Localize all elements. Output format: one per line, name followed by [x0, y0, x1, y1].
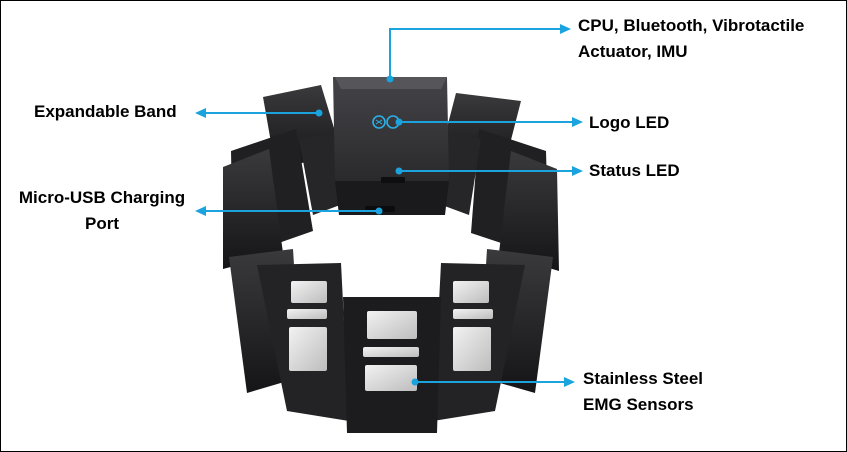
leader-cpu-arrowhead — [560, 24, 571, 34]
leader-status-led-dot — [395, 167, 403, 175]
leader-emg-arrowhead — [564, 377, 575, 387]
label-logo-led: Logo LED — [589, 110, 669, 136]
label-status-led-line1: Status LED — [589, 161, 680, 180]
label-micro-usb: Micro-USB Charging Port — [14, 185, 190, 237]
label-logo-led-line1: Logo LED — [589, 113, 670, 132]
leader-usb-arrowhead — [195, 206, 206, 216]
label-emg-line1: Stainless Steel — [583, 369, 704, 388]
label-emg-line2: EMG Sensors — [583, 395, 694, 414]
main-pod — [333, 77, 449, 215]
leader-cpu — [389, 28, 569, 77]
label-cpu-line1: CPU, Bluetooth, Vibrotactile — [578, 16, 805, 35]
label-band-line1: Expandable Band — [34, 102, 177, 121]
label-usb-line2: Port — [85, 214, 119, 233]
leader-logo-led-dot — [395, 118, 403, 126]
label-cpu-line2: Actuator, IMU — [578, 42, 688, 61]
leader-cpu-dot — [386, 75, 394, 83]
label-expandable-band: Expandable Band — [34, 99, 177, 125]
leader-usb-dot — [375, 207, 383, 215]
front-pods — [229, 249, 553, 433]
label-emg-sensors: Stainless Steel EMG Sensors — [583, 366, 703, 418]
leader-band-arrowhead — [195, 108, 206, 118]
status-led-slot — [381, 177, 405, 183]
label-usb-line1: Micro-USB Charging — [18, 188, 186, 207]
label-cpu: CPU, Bluetooth, Vibrotactile Actuator, I… — [578, 13, 804, 65]
leader-logo-led-arrowhead — [572, 117, 583, 127]
leader-status-led-arrowhead — [572, 166, 583, 176]
label-status-led: Status LED — [589, 158, 680, 184]
leader-emg-dot — [411, 378, 419, 386]
leader-band-dot — [315, 109, 323, 117]
